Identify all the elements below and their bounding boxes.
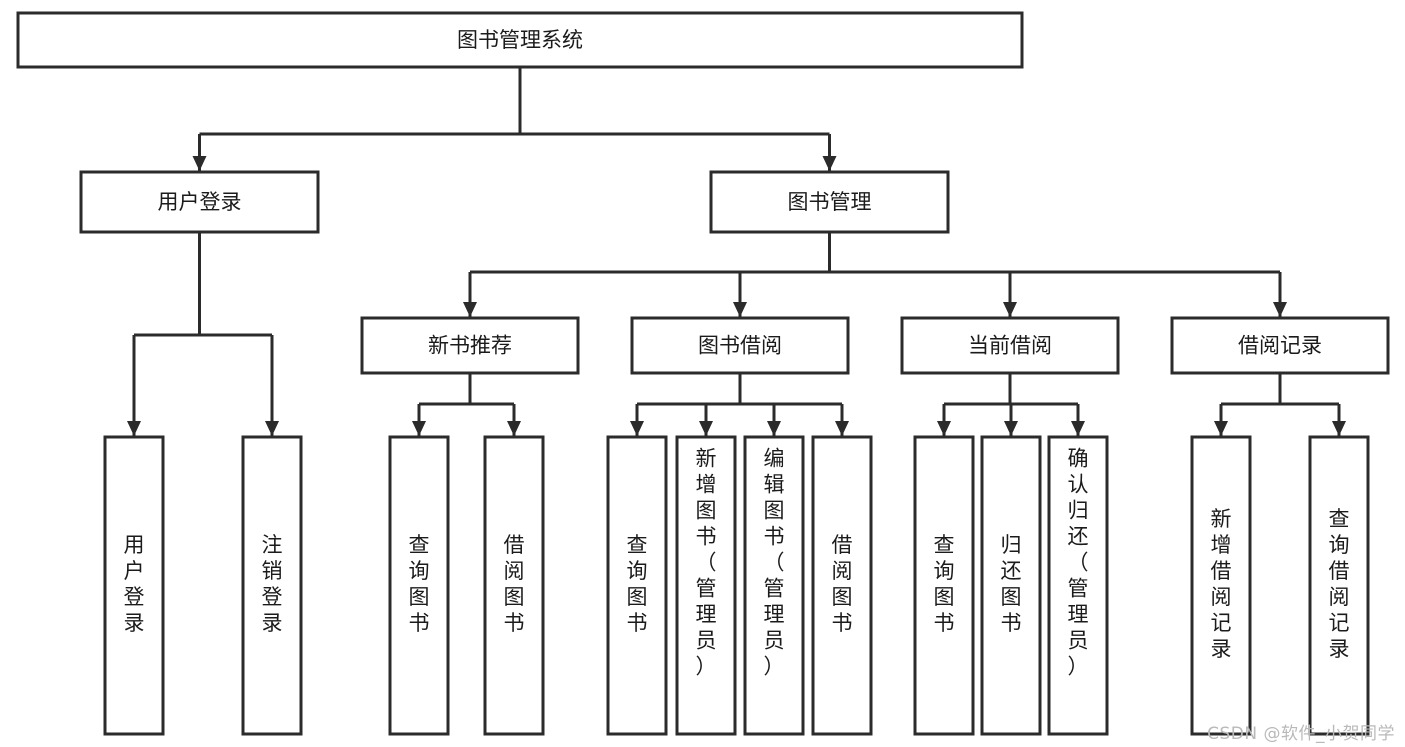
arrow-head-icon: [127, 421, 141, 436]
edge-group-records: [1214, 373, 1346, 436]
node-label: 编辑图书（管理员）: [764, 447, 785, 679]
edge-group-borrow: [630, 373, 849, 436]
arrow-head-icon: [733, 302, 747, 317]
node-records[interactable]: 借阅记录: [1170, 316, 1390, 375]
edge-group-root: [192, 67, 837, 171]
edge-group-login: [127, 232, 279, 436]
node-label: 借阅图书: [832, 533, 853, 635]
node-l_nb_borrow[interactable]: 借阅图书: [483, 435, 545, 736]
node-box: [630, 316, 850, 375]
arrow-head-icon: [767, 421, 781, 436]
node-box: [1308, 435, 1370, 736]
node-box: [1047, 435, 1109, 736]
node-current[interactable]: 当前借阅: [900, 316, 1120, 375]
arrow-head-icon: [699, 421, 713, 436]
arrow-head-icon: [1003, 302, 1017, 317]
node-box: [606, 435, 668, 736]
node-label: 借阅记录: [1238, 334, 1322, 358]
arrow-head-icon: [937, 421, 951, 436]
arrow-head-icon: [412, 421, 426, 436]
arrow-head-icon: [507, 421, 521, 436]
node-label: 图书管理: [788, 190, 872, 214]
node-l_login[interactable]: 用户登录: [103, 435, 165, 736]
node-box: [675, 435, 737, 736]
node-box: [103, 435, 165, 736]
node-label: 图书借阅: [698, 334, 782, 358]
node-bookmgr[interactable]: 图书管理: [709, 170, 950, 234]
node-box: [1170, 316, 1390, 375]
node-box: [900, 316, 1120, 375]
node-label: 确认归还（管理员）: [1068, 447, 1089, 679]
node-label: 归还图书: [1001, 533, 1022, 635]
arrow-head-icon: [835, 421, 849, 436]
node-box: [388, 435, 450, 736]
arrow-head-icon: [463, 302, 477, 317]
arrow-head-icon: [630, 421, 644, 436]
node-l_nb_query[interactable]: 查询图书: [388, 435, 450, 736]
node-root[interactable]: 图书管理系统: [16, 11, 1024, 69]
nodes-layer: 图书管理系统用户登录图书管理新书推荐图书借阅当前借阅借阅记录用户登录注销登录查询…: [16, 11, 1390, 736]
node-box: [980, 435, 1042, 736]
arrow-head-icon: [1214, 421, 1228, 436]
node-box: [79, 170, 320, 234]
node-box: [1190, 435, 1252, 736]
arrow-head-icon: [1004, 421, 1018, 436]
node-box: [913, 435, 975, 736]
node-l_rc_add[interactable]: 新增借阅记录: [1190, 435, 1252, 736]
node-label: 查询图书: [409, 533, 430, 635]
node-box: [241, 435, 303, 736]
node-label: 用户登录: [158, 190, 242, 214]
node-box: [709, 170, 950, 234]
node-label: 用户登录: [124, 533, 145, 635]
node-newbook[interactable]: 新书推荐: [360, 316, 580, 375]
edge-group-newbook: [412, 373, 521, 436]
node-box: [811, 435, 873, 736]
node-label: 借阅图书: [504, 533, 525, 635]
node-label: 查询图书: [627, 533, 648, 635]
node-borrow[interactable]: 图书借阅: [630, 316, 850, 375]
node-label: 当前借阅: [968, 334, 1052, 358]
node-l_cb_return[interactable]: 归还图书: [980, 435, 1042, 736]
arrow-head-icon: [1071, 421, 1085, 436]
arrow-head-icon: [265, 421, 279, 436]
node-l_cb_conf[interactable]: 确认归还（管理员）: [1047, 435, 1109, 736]
edges-layer: [127, 67, 1346, 436]
node-l_bb_edit[interactable]: 编辑图书（管理员）: [743, 435, 805, 736]
node-label: 新增图书（管理员）: [696, 447, 717, 679]
edge-group-current: [937, 373, 1085, 436]
node-l_bb_borrow[interactable]: 借阅图书: [811, 435, 873, 736]
node-login[interactable]: 用户登录: [79, 170, 320, 234]
node-l_cb_query[interactable]: 查询图书: [913, 435, 975, 736]
node-box: [743, 435, 805, 736]
node-box: [483, 435, 545, 736]
node-box: [360, 316, 580, 375]
arrow-head-icon: [1273, 302, 1287, 317]
node-box: [16, 11, 1024, 69]
node-l_bb_query[interactable]: 查询图书: [606, 435, 668, 736]
node-l_logout[interactable]: 注销登录: [241, 435, 303, 736]
node-l_rc_query[interactable]: 查询借阅记录: [1308, 435, 1370, 736]
node-label: 图书管理系统: [457, 28, 583, 52]
node-label: 新增借阅记录: [1211, 507, 1232, 661]
node-label: 注销登录: [262, 533, 283, 635]
arrow-head-icon: [192, 156, 207, 171]
node-label: 查询图书: [934, 533, 955, 635]
node-l_bb_add[interactable]: 新增图书（管理员）: [675, 435, 737, 736]
node-label: 新书推荐: [428, 334, 512, 358]
arrow-head-icon: [1332, 421, 1346, 436]
edge-group-bookmgr: [463, 232, 1287, 317]
node-label: 查询借阅记录: [1329, 507, 1350, 661]
arrow-head-icon: [822, 156, 837, 171]
